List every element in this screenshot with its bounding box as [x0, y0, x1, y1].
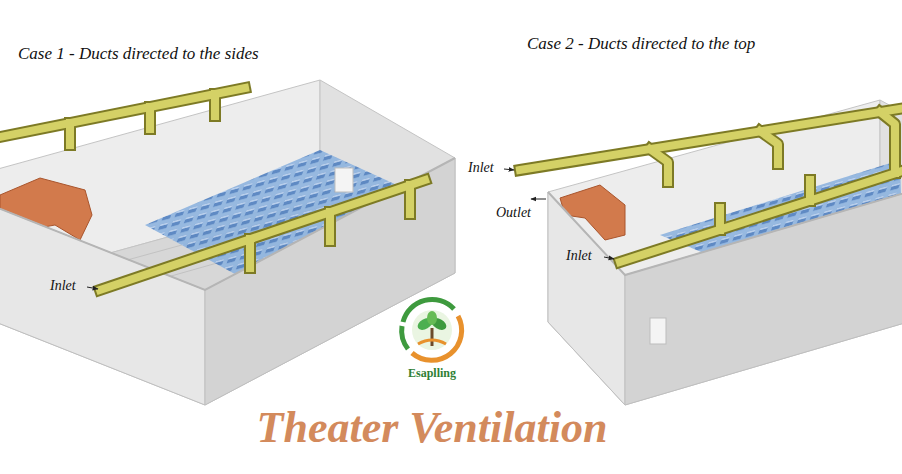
- watermark: Esaplling: [408, 366, 456, 380]
- air-duct: [520, 108, 902, 262]
- page-title: Theater Ventilation: [257, 402, 608, 455]
- air-duct: [0, 88, 425, 290]
- logo-emblem: [402, 326, 408, 349]
- leader-arrow: [531, 199, 546, 200]
- logo-emblem: [431, 328, 434, 346]
- leader-arrow: [504, 169, 514, 170]
- outlet-label: Outlet: [496, 205, 531, 222]
- inlet-label: Inlet: [566, 248, 592, 265]
- theater-room: [0, 158, 455, 290]
- door: [335, 168, 353, 192]
- air-duct: [0, 88, 425, 290]
- theater-room: [548, 192, 625, 405]
- leader-arrow: [87, 287, 98, 289]
- logo-emblem: [412, 310, 452, 350]
- theater-room: [0, 80, 455, 405]
- door: [650, 318, 666, 344]
- theater-room: [548, 100, 902, 405]
- case-caption: Case 1 - Ducts directed to the sides: [18, 44, 259, 64]
- leader-arrow: [604, 257, 614, 259]
- leader-arrow: [87, 169, 614, 289]
- inlet-label: Inlet: [468, 160, 494, 177]
- logo-emblem: [418, 340, 446, 344]
- case-caption: Case 2 - Ducts directed to the top: [527, 34, 755, 54]
- logo-emblem: [401, 299, 463, 361]
- air-duct: [520, 108, 902, 262]
- air-duct: [520, 108, 902, 262]
- inlet-label: Inlet: [50, 278, 76, 295]
- logo-emblem: [427, 311, 437, 325]
- logo-emblem: [401, 299, 463, 361]
- air-duct: [0, 88, 425, 290]
- theater-room: [625, 165, 902, 405]
